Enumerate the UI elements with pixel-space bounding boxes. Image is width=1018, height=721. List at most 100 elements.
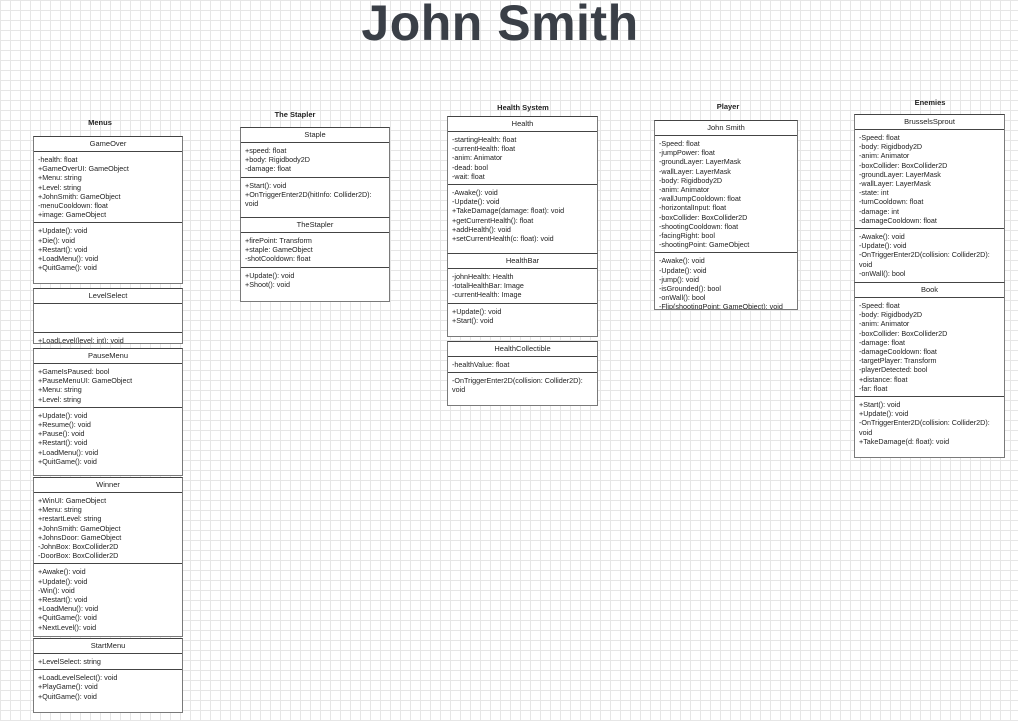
methods-section: +Update(): void+Die(): void+Restart(): v… bbox=[34, 223, 182, 275]
method-row: -onWall(): bool bbox=[659, 293, 706, 303]
methods-section: -Awake(): void-Update(): void-jump(): vo… bbox=[655, 253, 797, 309]
attribute-row: -jumpPower: float bbox=[659, 148, 715, 158]
method-row: +Restart(): void bbox=[38, 595, 88, 605]
method-row: -Update(): void bbox=[659, 265, 707, 275]
attribute-row: +Menu: string bbox=[38, 173, 82, 183]
method-row: +Shoot(): void bbox=[245, 279, 290, 289]
class-winner[interactable]: Winner+WinUI: GameObject+Menu: string+re… bbox=[33, 477, 183, 637]
methods-section: +Start(): void+Update(): void-OnTriggerE… bbox=[855, 397, 1004, 449]
attribute-row: -Speed: float bbox=[859, 133, 900, 142]
attribute-row: +JohnSmith: GameObject bbox=[38, 191, 121, 201]
class-pausemenu[interactable]: PauseMenu+GameIsPaused: bool+PauseMenuUI… bbox=[33, 348, 183, 476]
class-levelselect[interactable]: LevelSelect +LoadLevel(level: int): void bbox=[33, 288, 183, 344]
method-row: -Update(): void bbox=[859, 241, 907, 251]
attribute-row: +GameOverUI: GameObject bbox=[38, 164, 129, 174]
methods-section: +Awake(): void+Update(): void-Win(): voi… bbox=[34, 564, 182, 634]
class-name: GameOver bbox=[34, 137, 182, 152]
attribute-row: +body: Rigidbody2D bbox=[245, 155, 310, 165]
attribute-row: -shootingCooldown: float bbox=[659, 221, 739, 231]
attribute-row: -wallJumpCooldown: float bbox=[659, 194, 741, 204]
attribute-row: +Level: string bbox=[38, 182, 81, 192]
attributes-section: -Speed: float-body: Rigidbody2D-anim: An… bbox=[855, 298, 1004, 398]
class-startmenu[interactable]: StartMenu +LevelSelect: string +LoadLevelS… bbox=[33, 638, 183, 713]
methods-section: +Update(): void+Resume(): void+Pause(): … bbox=[34, 408, 182, 469]
method-row: +LoadLevel(level: int): void bbox=[38, 336, 124, 344]
attribute-row: +JohnSmith: GameObject bbox=[38, 523, 121, 533]
class-brusselssprout[interactable]: BrusselsSprout-Speed: float-body: Rigidb… bbox=[854, 114, 1005, 284]
class-health[interactable]: Health-startingHealth: float-currentHeal… bbox=[447, 116, 598, 256]
attribute-row: -boxCollider: BoxCollider2D bbox=[859, 328, 948, 338]
class-staple[interactable]: Staple+speed: float+body: Rigidbody2D-da… bbox=[240, 127, 390, 219]
attribute-row: -shootingPoint: GameObject bbox=[659, 240, 750, 250]
method-row: +Awake(): void bbox=[38, 567, 86, 577]
class-book[interactable]: Book-Speed: float-body: Rigidbody2D-anim… bbox=[854, 282, 1005, 458]
attribute-row: -anim: Animator bbox=[859, 151, 910, 161]
class-healthcollectible[interactable]: HealthCollectible -healthValue: float -OnT… bbox=[447, 341, 598, 406]
method-row: -Awake(): void bbox=[452, 188, 498, 198]
class-name: LevelSelect bbox=[34, 289, 182, 304]
attribute-row: -damage: float bbox=[859, 337, 905, 347]
class-johnsmith[interactable]: John Smith-Speed: float-jumpPower: float… bbox=[654, 120, 798, 310]
attributes-section: +WinUI: GameObject+Menu: string+restartL… bbox=[34, 493, 182, 565]
class-name: Health bbox=[448, 117, 597, 132]
attribute-row: +Menu: string bbox=[38, 505, 82, 515]
method-row: -OnTriggerEnter2D(collision: Collider2D)… bbox=[452, 376, 583, 395]
attribute-row: +image: GameObject bbox=[38, 210, 107, 220]
class-name: John Smith bbox=[655, 121, 797, 136]
attribute-row: -boxCollider: BoxCollider2D bbox=[659, 212, 748, 222]
attribute-row: -anim: Animator bbox=[859, 319, 910, 329]
method-row: -jump(): void bbox=[659, 274, 699, 284]
attributes-section: -Speed: float-jumpPower: float-groundLay… bbox=[655, 136, 797, 254]
attribute-row: -damageCooldown: float bbox=[859, 215, 937, 225]
method-row: -Awake(): void bbox=[659, 256, 705, 266]
attribute-row: -dead: bool bbox=[452, 162, 488, 172]
class-name: StartMenu bbox=[34, 639, 182, 654]
attribute-row: -johnHealth: Health bbox=[452, 272, 514, 281]
attribute-row: -health: float bbox=[38, 155, 78, 164]
class-name: BrusselsSprout bbox=[855, 115, 1004, 130]
method-row: +Start(): void bbox=[859, 400, 901, 410]
class-thestapler[interactable]: TheStapler+firePoint: Transform+staple: … bbox=[240, 217, 390, 302]
class-name: Book bbox=[855, 283, 1004, 298]
attributes-section: +firePoint: Transform+staple: GameObject… bbox=[241, 233, 389, 268]
method-row: -onWall(): bool bbox=[859, 268, 906, 278]
method-row: +LoadMenu(): void bbox=[38, 254, 99, 264]
attribute-row: -groundLayer: LayerMask bbox=[859, 169, 941, 179]
attribute-row: +GameIsPaused: bool bbox=[38, 367, 110, 376]
method-row: +addHealth(): void bbox=[452, 224, 511, 234]
attributes-section: +LevelSelect: string bbox=[34, 654, 182, 671]
class-healthbar[interactable]: HealthBar-johnHealth: Health-totalHealth… bbox=[447, 253, 598, 337]
method-row: -Win(): void bbox=[38, 585, 75, 595]
attribute-row: +WinUI: GameObject bbox=[38, 496, 107, 505]
method-row: +NextLevel(): void bbox=[38, 622, 97, 632]
attribute-row: -boxCollider: BoxCollider2D bbox=[859, 160, 948, 170]
heading-stapler: The Stapler bbox=[274, 110, 316, 119]
methods-section: +Update(): void+Start(): void bbox=[448, 304, 597, 328]
heading-menus: Menus bbox=[88, 118, 112, 127]
attribute-row: +LevelSelect: string bbox=[38, 657, 101, 666]
attribute-row: -turnCooldown: float bbox=[859, 197, 924, 207]
method-row: +LoadLevelSelect(): void bbox=[38, 673, 118, 683]
method-row: +Update(): void bbox=[38, 576, 88, 586]
attributes-section: -Speed: float-body: Rigidbody2D-anim: An… bbox=[855, 130, 1004, 230]
attribute-row: -wallLayer: LayerMask bbox=[859, 179, 931, 189]
attribute-row: -far: float bbox=[859, 383, 888, 393]
attribute-row: -body: Rigidbody2D bbox=[659, 175, 723, 185]
attribute-row: -Speed: float bbox=[859, 301, 900, 310]
class-name: TheStapler bbox=[241, 218, 389, 233]
attribute-row: -targetPlayer: Transform bbox=[859, 356, 937, 366]
method-row: +Pause(): void bbox=[38, 429, 85, 439]
attribute-row: -currentHealth: Image bbox=[452, 290, 522, 300]
class-gameover[interactable]: GameOver -health: float+GameOverUI: GameO… bbox=[33, 136, 183, 284]
method-row: +PlayGame(): void bbox=[38, 682, 98, 692]
attribute-row: +Level: string bbox=[38, 394, 81, 404]
method-row: -Update(): void bbox=[452, 197, 500, 207]
class-name: HealthCollectible bbox=[448, 342, 597, 357]
method-row: +Update(): void bbox=[38, 410, 88, 420]
attribute-row: -healthValue: float bbox=[452, 360, 510, 369]
attributes-section: -startingHealth: float-currentHealth: fl… bbox=[448, 132, 597, 186]
methods-section: -Awake(): void-Update(): void-OnTriggerE… bbox=[855, 229, 1004, 281]
attribute-row: -anim: Animator bbox=[452, 153, 503, 163]
attribute-row: +speed: float bbox=[245, 146, 287, 155]
attribute-row: -wallLayer: LayerMask bbox=[659, 166, 731, 176]
